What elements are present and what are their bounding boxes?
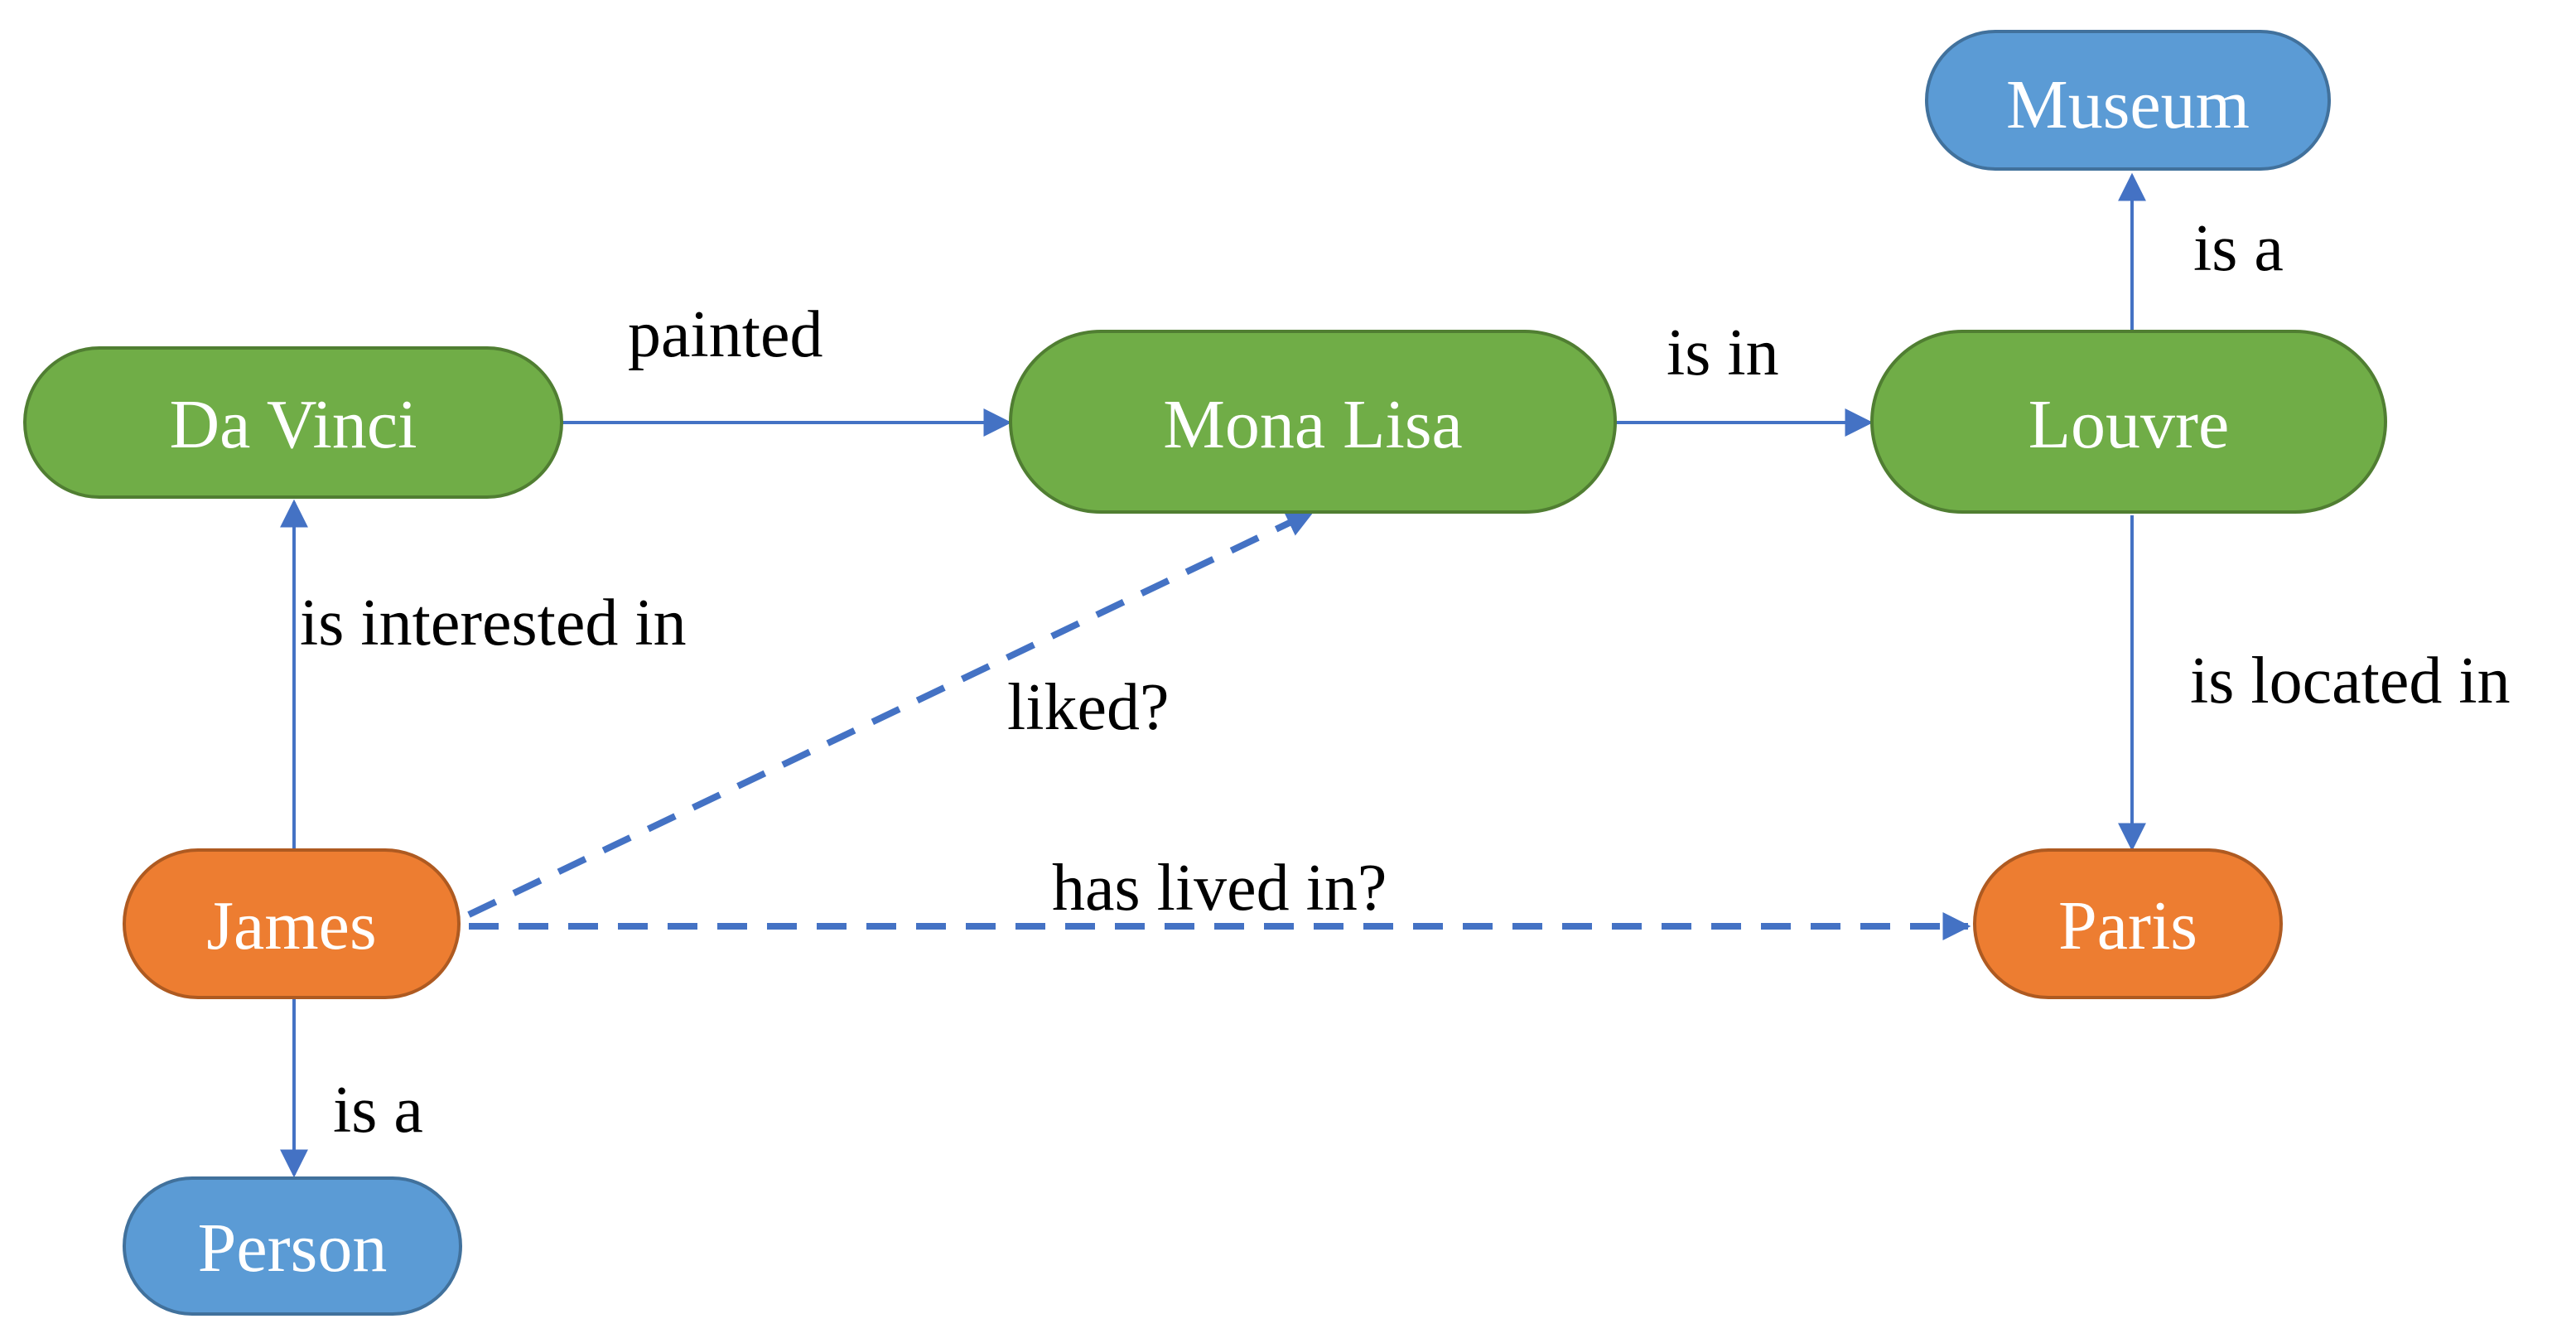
node-label: Da Vinci	[169, 386, 417, 463]
node-label: Paris	[2058, 887, 2197, 964]
node-label: Person	[198, 1210, 388, 1287]
edge-liked	[467, 509, 1315, 918]
node-person: Person	[123, 1176, 462, 1316]
edge-label-james-is-a: is a	[333, 1074, 423, 1147]
node-label: Louvre	[2028, 386, 2230, 463]
node-paris: Paris	[1973, 848, 2283, 999]
edge-label-painted: painted	[628, 298, 822, 371]
edge-label-louvre-is-a: is a	[2193, 212, 2284, 285]
node-label: Mona Lisa	[1163, 386, 1463, 463]
edge-label-is-located-in: is located in	[2190, 645, 2511, 717]
edge-label-liked: liked?	[1007, 671, 1169, 744]
node-james: James	[123, 848, 461, 999]
node-museum: Museum	[1925, 30, 2331, 171]
node-label: James	[206, 887, 376, 964]
node-louvre: Louvre	[1870, 330, 2387, 514]
edge-label-is-in: is in	[1667, 316, 1779, 389]
edge-label-has-lived-in: has lived in?	[1052, 852, 1387, 925]
node-da-vinci: Da Vinci	[23, 346, 563, 499]
node-label: Museum	[2006, 66, 2250, 143]
node-mona-lisa: Mona Lisa	[1009, 330, 1617, 514]
edge-label-is-interested-in: is interested in	[300, 587, 687, 659]
